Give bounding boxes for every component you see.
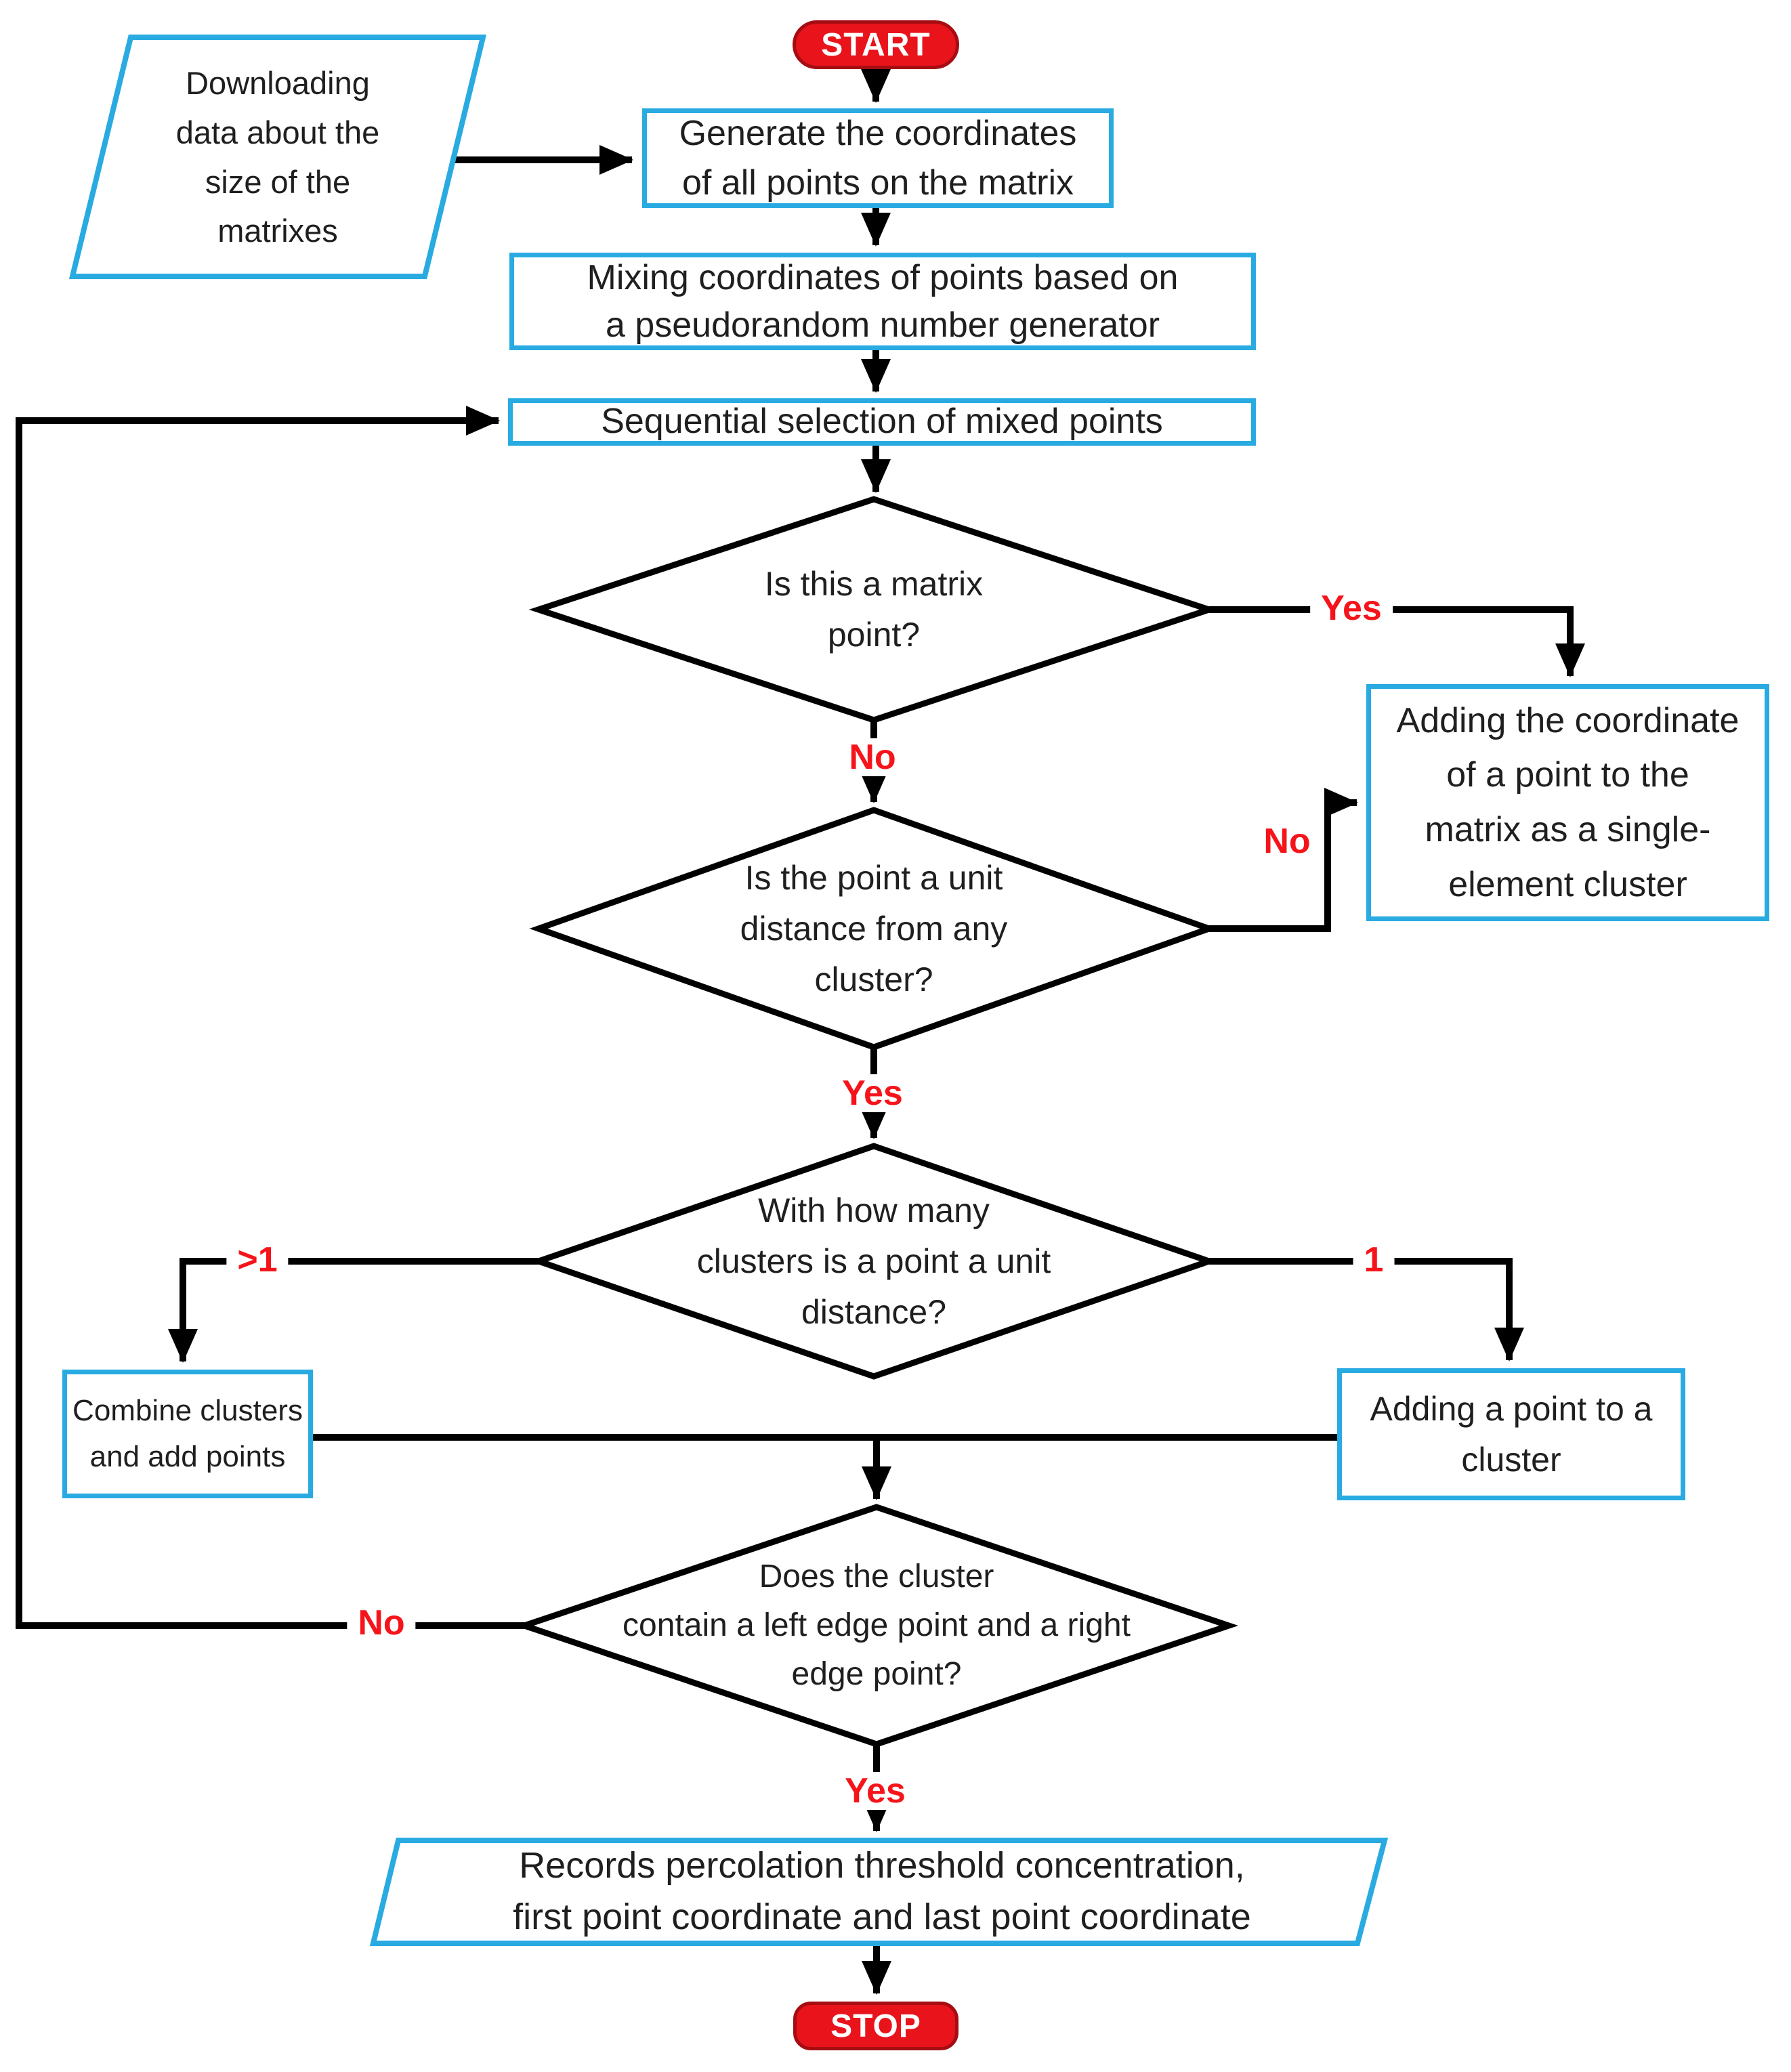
stop-terminator: STOP (793, 2002, 958, 2050)
edge-label-yes-matrix: Yes (1310, 589, 1393, 627)
edge-label-no-matrix: No (838, 738, 907, 776)
edge-no-loop-to-sequential (16, 405, 531, 1629)
edge-no-to-single-element-box (1209, 787, 1358, 932)
edge-label-no-edge-points: No (347, 1604, 416, 1642)
process-combine-clusters: Combine clusters and add points (62, 1370, 313, 1498)
process-add-point-to-cluster: Adding a point to a cluster (1337, 1368, 1685, 1500)
edge-label-yes-edge-points: Yes (834, 1772, 916, 1810)
combine-label: Combine clusters and add points (72, 1393, 303, 1473)
parallelogram-records-shape (369, 1838, 1389, 1946)
diamond-how-many-clusters-shape (529, 1143, 1219, 1380)
edge-1-to-add-point-box (1209, 1258, 1525, 1361)
process-sequential-selection: Sequential selection of mixed points (508, 398, 1256, 446)
edge-label-one: 1 (1353, 1241, 1395, 1279)
add-single-label: Adding the coordinate of a point to the … (1396, 700, 1740, 904)
edge-label-more-than-one: >1 (226, 1241, 289, 1279)
edge-label-yes-unit-distance: Yes (831, 1074, 914, 1112)
parallelogram-download-data-shape (68, 35, 487, 279)
diamond-unit-distance-shape (529, 807, 1219, 1051)
diamond-is-matrix-point-shape (528, 496, 1219, 723)
diamond-edge-points-shape (514, 1504, 1239, 1748)
edge-gt1-to-combine-box (168, 1258, 539, 1363)
process-add-single-element-cluster: Adding the coordinate of a point to the … (1366, 684, 1769, 921)
start-terminator: START (793, 20, 959, 69)
process-generate-coordinates: Generate the coordinates of all points o… (642, 108, 1114, 208)
start-label: START (821, 26, 931, 63)
mixing-label: Mixing coordinates of points based on a … (587, 257, 1179, 345)
add-to-cluster-label: Adding a point to a cluster (1370, 1389, 1653, 1479)
process-mixing-coordinates: Mixing coordinates of points based on a … (509, 253, 1256, 350)
edge-label-no-unit-distance: No (1252, 822, 1322, 860)
stop-label: STOP (830, 2008, 921, 2044)
generate-label: Generate the coordinates of all points o… (679, 113, 1077, 203)
sequential-label: Sequential selection of mixed points (601, 402, 1163, 442)
